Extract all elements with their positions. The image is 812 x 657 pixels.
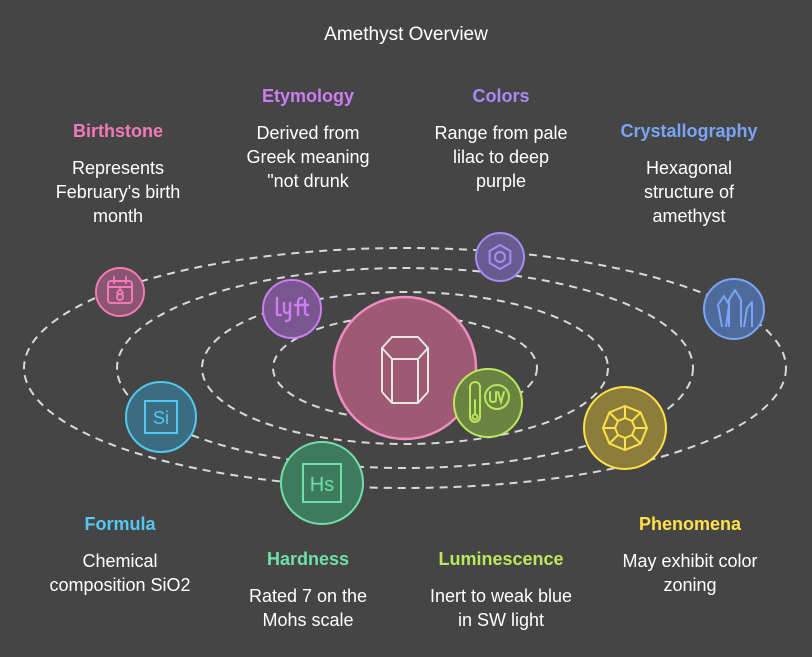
birthstone-desc-line: Represents [71,158,165,178]
crystallography-node [703,278,765,340]
crystallography-desc-line: amethyst [652,206,726,226]
svg-text:Hs: Hs [310,474,334,496]
formula-desc-line: composition SiO2 [49,575,191,595]
silicon-element-icon: Si [144,400,178,434]
diagram-title: Amethyst Overview [324,24,488,45]
birthstone-block: Birthstone Represents February's birth m… [28,121,208,228]
colors-node [475,232,525,282]
hardness-node: Hs [280,441,364,525]
luminescence-desc-line: Inert to weak blue [429,586,573,606]
colors-desc-line: Range from pale [434,123,568,143]
etymology-title: Etymology [261,86,354,106]
phenomena-desc-line: May exhibit color [622,551,758,571]
etymology-desc-line: "not drunk [267,171,349,191]
luminescence-block: Luminescence Inert to weak blue in SW li… [400,549,602,632]
orbit-ring-3 [116,267,694,469]
crystallography-desc-line: Hexagonal [645,158,733,178]
luminescence-title: Luminescence [438,549,564,569]
hardness-desc: Rated 7 on the Mohs scale [218,584,398,632]
hex-nut-icon [488,244,512,270]
luminescence-node [453,368,523,438]
birthstone-desc-line: month [92,206,144,226]
birthstone-desc: Represents February's birth month [28,156,208,228]
colors-block: Colors Range from pale lilac to deep pur… [406,86,596,193]
luminescence-desc: Inert to weak blue in SW light [400,584,602,632]
hardness-desc-line: Rated 7 on the [248,586,368,606]
phenomena-title: Phenomena [638,514,742,534]
phenomena-node [583,386,667,470]
orbit-ring-4 [23,247,787,489]
orbit-ring-2 [201,291,609,445]
colors-title: Colors [472,86,530,106]
etymology-desc-line: Greek meaning [246,147,370,167]
center-node [332,295,478,441]
etymology-node [262,279,322,339]
octagon-web-icon [602,405,648,451]
birthstone-node [95,267,145,317]
formula-title: Formula [84,514,156,534]
center-circle [332,295,478,441]
phenomena-desc-line: zoning [663,575,717,595]
luminescence-desc-line: in SW light [457,610,545,630]
phenomena-block: Phenomena May exhibit color zoning [592,514,788,597]
formula-block: Formula Chemical composition SiO2 [28,514,212,597]
birthstone-title: Birthstone [73,121,163,141]
crystallography-desc: Hexagonal structure of amethyst [596,156,782,228]
formula-desc-line: Chemical [82,551,158,571]
formula-node: Si [125,381,197,453]
crystallography-block: Crystallography Hexagonal structure of a… [596,121,782,228]
svg-text:Si: Si [153,408,169,428]
colors-desc-line: lilac to deep [452,147,550,167]
birthstone-desc-line: February's birth [55,182,181,202]
hexagonal-prism-icon [381,336,429,404]
hardness-desc-line: Mohs scale [262,610,354,630]
calendar-icon [107,276,133,304]
crystal-cluster-icon [717,289,753,328]
etymology-desc: Derived from Greek meaning "not drunk [218,121,398,193]
crystallography-desc-line: structure of [643,182,735,202]
phenomena-desc: May exhibit color zoning [592,549,788,597]
hassium-element-icon: Hs [302,463,342,503]
etymology-block: Etymology Derived from Greek meaning "no… [218,86,398,193]
colors-desc: Range from pale lilac to deep purple [406,121,596,193]
hardness-block: Hardness Rated 7 on the Mohs scale [218,549,398,632]
lyft-logo-icon [275,296,310,323]
colors-desc-line: purple [475,171,527,191]
uv-thermometer-icon [469,381,510,423]
etymology-desc-line: Derived from [256,123,360,143]
formula-desc: Chemical composition SiO2 [28,549,212,597]
crystallography-title: Crystallography [620,121,758,141]
hardness-title: Hardness [266,549,350,569]
